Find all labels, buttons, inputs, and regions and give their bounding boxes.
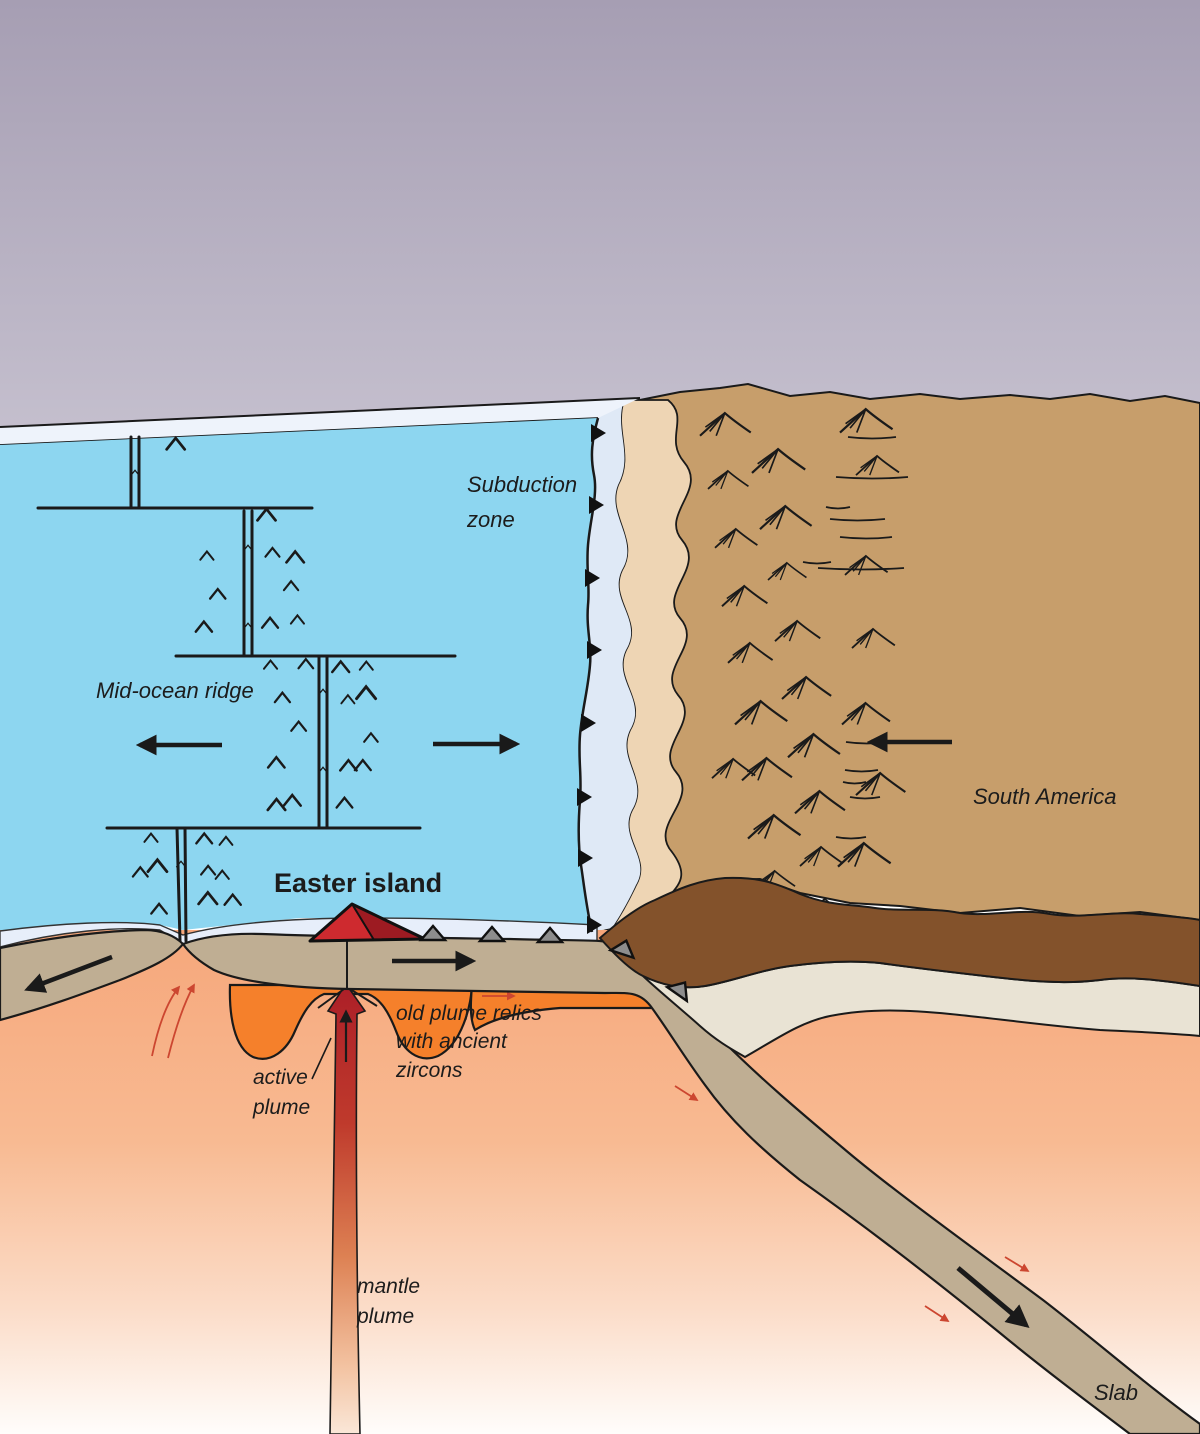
terrain-dash bbox=[835, 476, 909, 480]
seamount-icon bbox=[535, 926, 565, 944]
subduction-zone-label: Subduction bbox=[467, 472, 577, 497]
ocean bbox=[0, 418, 598, 935]
slab-flow-arrow bbox=[674, 1085, 699, 1101]
terrain-dash bbox=[849, 796, 881, 800]
ridge-segment-4 bbox=[183, 826, 188, 943]
terrain-dash bbox=[802, 561, 832, 565]
mantle-plume-conduit bbox=[326, 982, 367, 1434]
trench-tooth-icon bbox=[585, 569, 600, 587]
terrain-dash bbox=[847, 436, 897, 440]
terrain-dash bbox=[844, 769, 879, 773]
trench-tooth-icon bbox=[577, 788, 592, 806]
ocean-back-edge-strip bbox=[0, 398, 640, 445]
continental-shelf-strip bbox=[578, 400, 641, 932]
slab-flow-arrow bbox=[924, 1305, 950, 1322]
ridge-segment-4 bbox=[175, 826, 182, 943]
trench-tooth-icon bbox=[587, 641, 602, 659]
trench-tooth-icon bbox=[589, 496, 604, 514]
slab-motion-arrow bbox=[956, 1266, 1030, 1328]
trench-tooth-icon bbox=[591, 424, 606, 442]
old-plume-relics-label: zircons bbox=[395, 1059, 463, 1082]
trench-teeth bbox=[577, 424, 606, 934]
active-plume-label: plume bbox=[252, 1096, 310, 1119]
terrain-dash bbox=[835, 836, 867, 840]
terrain-dash bbox=[842, 781, 867, 785]
subduction-zone-label: zone bbox=[466, 507, 515, 532]
upwelling-arrow bbox=[167, 983, 195, 1059]
slab-flow-arrow bbox=[1004, 1256, 1030, 1272]
active-plume-label: active bbox=[253, 1066, 308, 1089]
trench-tooth-icon bbox=[581, 714, 596, 732]
active-plume-leader-line bbox=[311, 1037, 332, 1080]
seamount-chain bbox=[418, 924, 689, 1004]
seamount-icon bbox=[418, 924, 448, 942]
old-plume-relics-label: with ancient bbox=[396, 1030, 508, 1053]
old-plume-relics-label: old plume relics bbox=[396, 1002, 542, 1025]
trench-tooth-icon bbox=[578, 849, 593, 867]
seamount-icon bbox=[477, 925, 507, 943]
mid-ocean-ridge-label: Mid-ocean ridge bbox=[96, 678, 254, 703]
south-america-label: South America bbox=[973, 784, 1116, 809]
seamount-icon bbox=[607, 938, 636, 960]
terrain-dash bbox=[839, 536, 893, 540]
plume-head bbox=[228, 983, 474, 1060]
mantle-plume-label: plume bbox=[356, 1305, 414, 1328]
plume-splash-lines bbox=[317, 988, 378, 1009]
terrain-dash bbox=[829, 518, 886, 522]
sky bbox=[0, 0, 1200, 470]
easter-island-label: Easter island bbox=[274, 868, 442, 898]
slab-label: Slab bbox=[1094, 1380, 1138, 1405]
easter-island-volcano-icon bbox=[308, 902, 427, 943]
terrain-dash bbox=[817, 567, 905, 571]
continental-crust bbox=[598, 876, 1200, 989]
horizon-line bbox=[0, 397, 641, 428]
plate-motion-arrow-west bbox=[24, 954, 113, 993]
trench-tooth-icon bbox=[587, 916, 602, 934]
terrain-dash bbox=[825, 506, 851, 510]
seamount-icon bbox=[664, 981, 689, 1004]
mantle-plume-label: mantle bbox=[357, 1275, 420, 1298]
upwelling-arrow bbox=[151, 985, 181, 1057]
